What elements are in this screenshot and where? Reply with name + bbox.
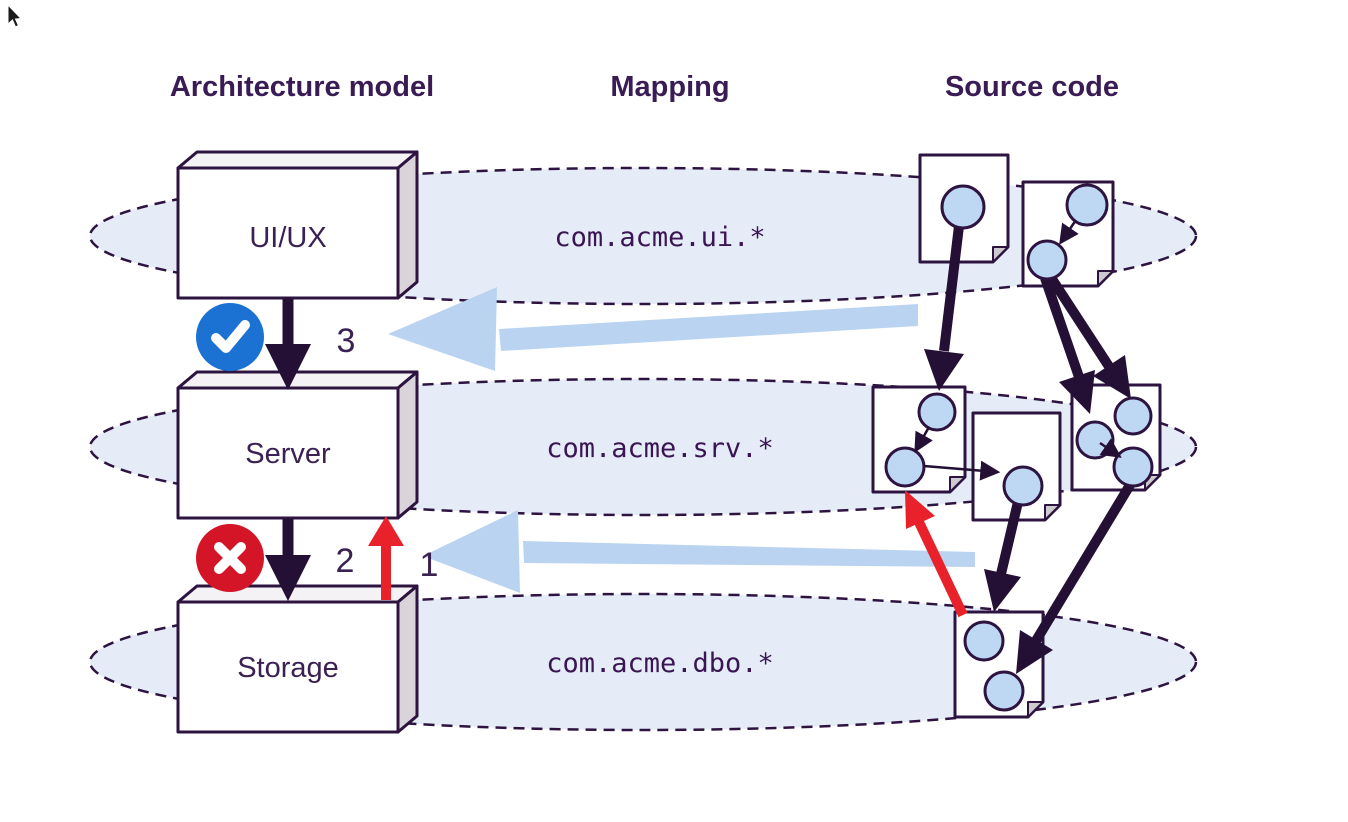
code-arrow-ui2-to-srv3b-head (1093, 355, 1131, 399)
mapping-arrow-top (388, 287, 918, 371)
code-arrow-violation-stem (913, 517, 968, 618)
box-uiux-side (396, 150, 419, 300)
column-headers: Architecture model Mapping Source code (170, 71, 1119, 103)
box-storage-label: Storage (237, 652, 339, 684)
code-node (1026, 239, 1068, 281)
code-node (1002, 465, 1044, 507)
code-arrow-srv2-to-dbo1-head (984, 569, 1021, 612)
package-ui: com.acme.ui.* (554, 222, 765, 253)
arrow-storage-to-server-red: 1 (368, 516, 438, 600)
box-storage-front (176, 600, 400, 734)
package-dbo: com.acme.dbo.* (546, 648, 774, 679)
mapping-arrow-top-head (388, 287, 497, 371)
code-arrow-ui2-to-srv3a (1040, 276, 1095, 414)
code-node (963, 620, 1005, 662)
arrow-uiux-to-server-head (265, 344, 311, 390)
code-arrow-ui1-to-srv1 (924, 225, 964, 391)
box-server-side (396, 370, 419, 520)
relation-2-label: 2 (336, 542, 355, 580)
code-node (1112, 446, 1154, 488)
mapping-arrow-bottom-head (423, 510, 520, 593)
box-server-top (176, 370, 419, 390)
code-node (983, 670, 1025, 712)
arrow-server-to-storage-head (265, 555, 311, 601)
code-arrow-srv3-to-dbo1-head (1016, 630, 1053, 674)
arrow-uiux-to-server: 3 (265, 299, 355, 390)
box-server: Server (176, 370, 419, 520)
box-uiux-label: UI/UX (249, 222, 326, 254)
box-storage-side (396, 584, 419, 734)
code-thin-arrows (914, 219, 1122, 481)
code-arrow-ui2-to-srv3b (1045, 273, 1131, 399)
thin-arrow-ui2-internal (1059, 219, 1079, 245)
doc-srv-1-fold (949, 476, 966, 493)
code-node (884, 446, 926, 488)
box-server-label: Server (245, 438, 331, 470)
code-node (940, 184, 986, 230)
code-arrow-srv2-to-dbo1 (984, 500, 1023, 612)
mapping-arrows (388, 287, 975, 593)
relation-3-label: 3 (337, 322, 356, 360)
box-server-front (176, 386, 400, 520)
header-source-code: Source code (945, 71, 1119, 103)
code-arrow-ui2-to-srv3a-head (1059, 370, 1095, 414)
code-node (1113, 396, 1153, 436)
code-arrow-ui2-to-srv3a-stem (1040, 276, 1084, 379)
arrow-server-to-storage: 2 (265, 519, 354, 601)
code-dependency-arrows (905, 225, 1135, 674)
code-arrow-violation-head (905, 490, 935, 529)
code-arrow-dbo-to-srv-violation (905, 490, 968, 618)
code-node (917, 392, 957, 432)
cross-icon (214, 542, 246, 574)
code-arrow-srv2-to-dbo1-stem (996, 500, 1023, 576)
thin-arrow-srv1-internal (914, 426, 933, 453)
code-nodes (884, 183, 1154, 712)
doc-ui-1-fold (992, 246, 1009, 263)
model-dependency-arrows: 3 2 1 (265, 299, 438, 601)
box-uiux-top (176, 150, 419, 170)
status-badges (196, 303, 264, 592)
doc-dbo-1-fold (1027, 701, 1044, 718)
mapping-labels: com.acme.ui.* com.acme.srv.* com.acme.db… (546, 222, 774, 679)
mapping-arrow-bottom (423, 510, 975, 593)
doc-srv-2-fold (1044, 504, 1061, 521)
thin-arrow-srv1-to-srv2 (923, 460, 1001, 481)
architecture-boxes: UI/UX Server Storage (176, 150, 419, 734)
mouse-cursor (7, 3, 23, 28)
code-arrow-srv3-to-dbo1 (1016, 482, 1135, 674)
box-storage: Storage (176, 584, 419, 734)
mapping-arrow-top-shaft (499, 304, 918, 351)
header-architecture-model: Architecture model (170, 71, 434, 103)
code-arrow-ui1-to-srv1-stem (939, 225, 964, 352)
check-icon (211, 320, 250, 353)
badge-allowed (196, 303, 264, 371)
code-arrow-srv3-to-dbo1-stem (1029, 482, 1135, 647)
relation-1-label: 1 (420, 546, 439, 584)
code-arrow-ui2-to-srv3b-stem (1045, 273, 1115, 371)
badge-violation (196, 524, 264, 592)
package-srv: com.acme.srv.* (546, 433, 774, 464)
code-node (1065, 183, 1109, 227)
header-mapping: Mapping (610, 71, 729, 103)
arrow-storage-to-server-head (368, 516, 404, 546)
code-node (1075, 420, 1115, 460)
box-uiux-front (176, 166, 400, 300)
doc-ui-2-fold (1097, 270, 1114, 287)
thin-arrow-srv3-internal (1099, 438, 1122, 458)
code-arrow-ui1-to-srv1-head (924, 349, 964, 391)
box-uiux: UI/UX (176, 150, 419, 300)
mapping-arrow-bottom-shaft (523, 541, 975, 567)
